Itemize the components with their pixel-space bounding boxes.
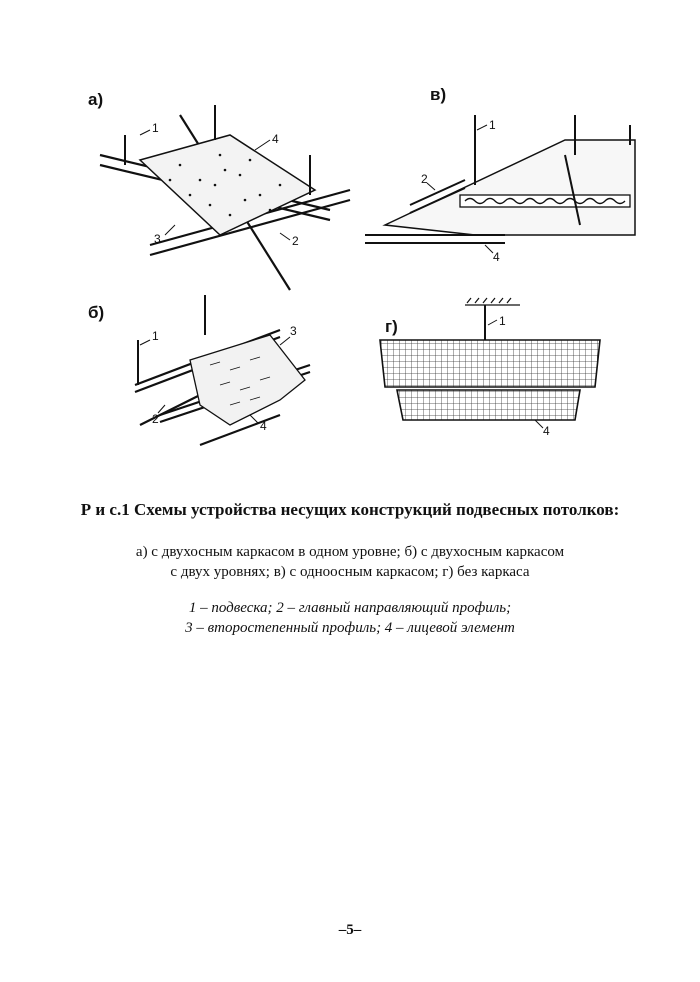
wavy-insulation-v [459, 194, 631, 208]
figure-panel-b: б) 1 2 3 4 [80, 295, 340, 455]
figure-panel-g: г) 1 4 [375, 295, 610, 440]
panel-g-drawing: 1 4 [379, 297, 601, 438]
callout-b-1: 1 [152, 329, 159, 343]
face-surface-v [382, 139, 636, 236]
panel-label-v: в) [430, 85, 447, 104]
callout-v-4: 4 [493, 250, 500, 264]
figure-caption-title: Р и с.1 Схемы устройства несущих констру… [80, 500, 620, 519]
panel-a-drawing: 1 2 3 4 [99, 105, 351, 291]
panel-label-b: б) [88, 303, 105, 322]
face-element-g-lower [396, 389, 581, 421]
callout-b-4: 4 [260, 419, 267, 433]
hangers-a [124, 105, 311, 195]
figure-panel-v: в) 1 2 4 [365, 85, 655, 275]
face-element-a [138, 134, 317, 236]
figure-legend-line-2: 3 – второстепенный профиль; 4 – лицевой … [185, 620, 515, 636]
figure-caption-line-2: с двух уровнях; в) с одноосным каркасом;… [170, 564, 530, 580]
callout-a-2: 2 [292, 234, 299, 248]
callout-b-2: 2 [152, 412, 159, 426]
panel-label-g: г) [385, 317, 398, 336]
page-number: –5– [338, 922, 362, 938]
callout-g-1: 1 [499, 314, 506, 328]
hangers-v [474, 115, 631, 185]
callout-v-2: 2 [421, 172, 428, 186]
main-profile-v [365, 154, 581, 244]
panel-v-drawing: 1 2 4 [365, 115, 636, 264]
face-element-b [189, 334, 306, 426]
callout-a-4: 4 [272, 132, 279, 146]
ceiling-mount-g [465, 297, 520, 340]
face-element-g-upper [379, 339, 601, 388]
figure-panel-a: а) [80, 85, 380, 291]
panel-b-drawing: 1 2 3 4 [134, 295, 311, 447]
hangers-b [137, 295, 206, 385]
callout-g-4: 4 [543, 424, 550, 438]
callout-a-3: 3 [154, 232, 161, 246]
callout-v-1: 1 [489, 118, 496, 132]
figure-legend-line-1: 1 – подвеска; 2 – главный направляющий п… [188, 600, 512, 616]
figure-caption-line-1: а) с двухосным каркасом в одном уровне; … [135, 544, 565, 560]
panel-label-a: а) [88, 90, 104, 109]
callout-b-3: 3 [290, 324, 297, 338]
callout-a-1: 1 [152, 121, 159, 135]
